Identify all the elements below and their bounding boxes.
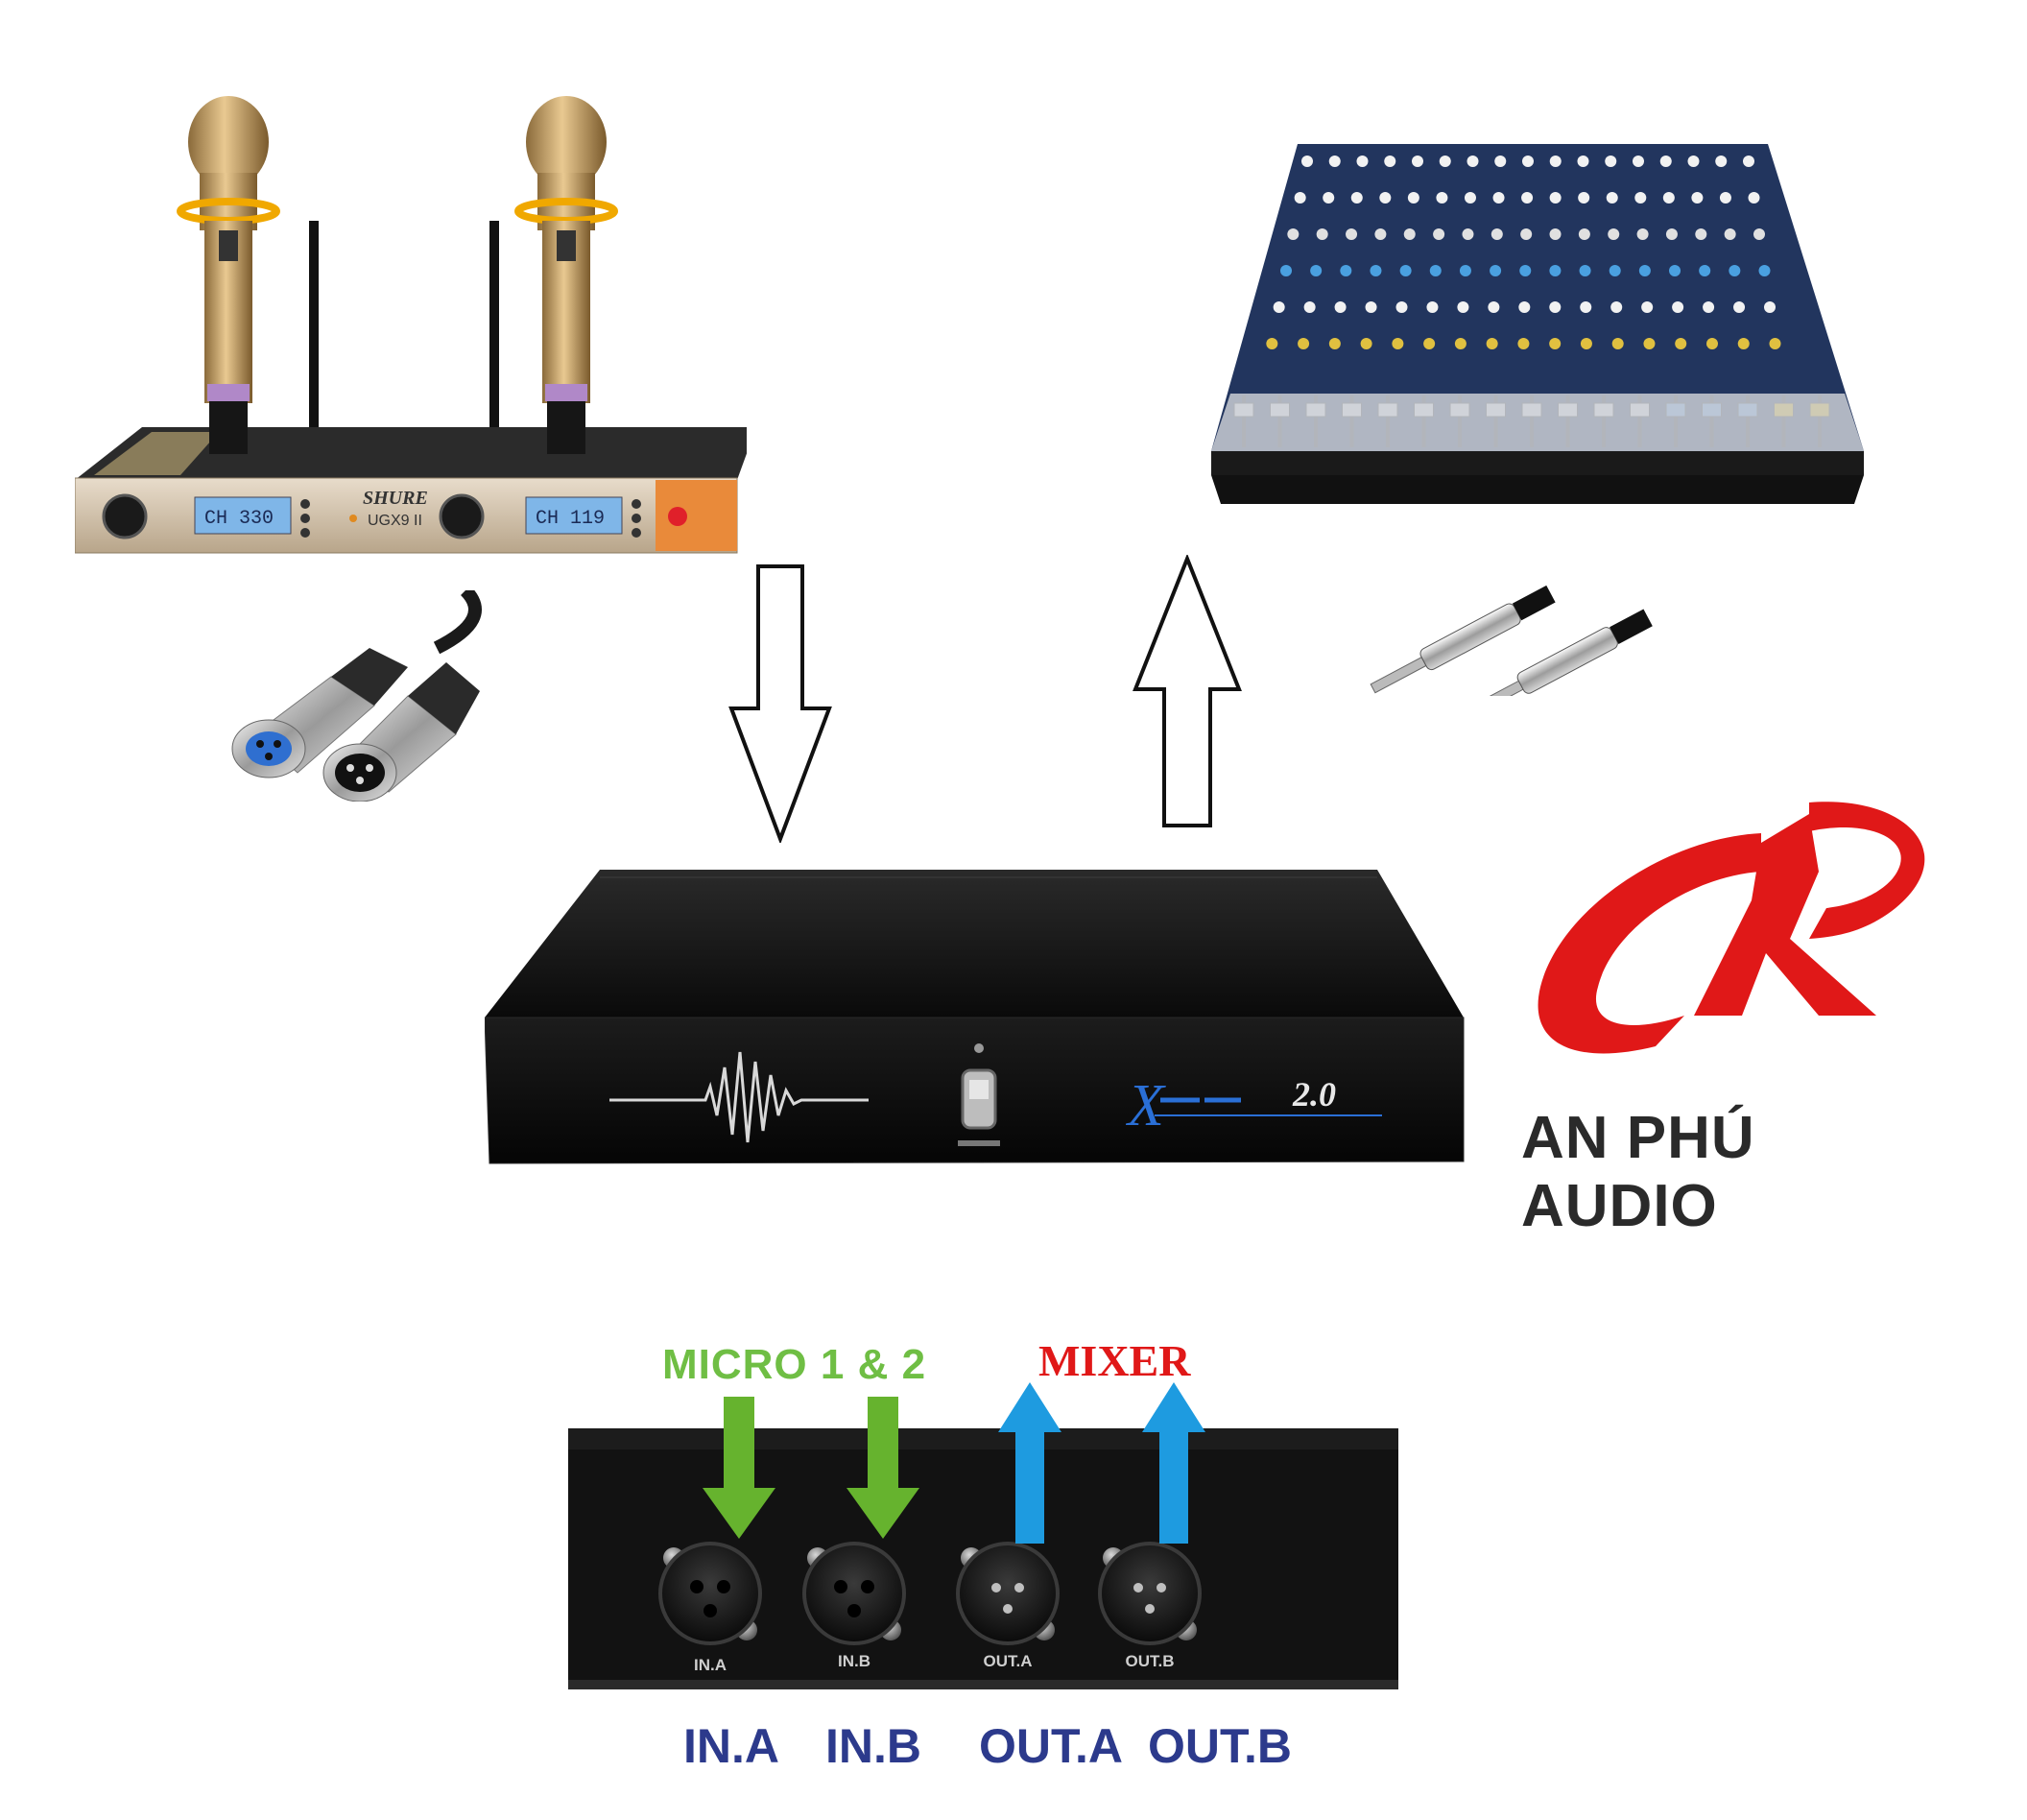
port-label-in-b: IN.B xyxy=(825,1719,921,1773)
output-arrow-icon xyxy=(1140,1382,1207,1545)
channel-b-display: CH 119 xyxy=(536,508,605,530)
xlr-connector-icon xyxy=(216,590,504,802)
channel-a-display: CH 330 xyxy=(204,508,274,530)
input-arrow-icon xyxy=(701,1397,777,1541)
back-panel: IN.A IN.B OUT.A OUT.B xyxy=(568,1428,1398,1689)
wireless-receiver: CH 330 CH 119 SHURE UGX9 II xyxy=(75,96,747,557)
svg-text:X: X xyxy=(1125,1073,1166,1138)
mixer-console-icon xyxy=(1211,144,1864,504)
processor-unit: X 2.0 xyxy=(485,864,1468,1166)
panel-caption-out-a: OUT.A xyxy=(984,1652,1033,1670)
wireless-receiver-image: CH 330 CH 119 SHURE UGX9 II xyxy=(75,96,747,554)
port-label-out-b: OUT.B xyxy=(1148,1719,1292,1773)
brand-name: AN PHÚ AUDIO xyxy=(1521,1105,1755,1239)
receiver-brand: SHURE xyxy=(363,488,428,509)
brand-logo-mark xyxy=(1538,802,1925,1054)
port-label-out-a: OUT.A xyxy=(979,1719,1123,1773)
down-arrow-icon xyxy=(727,564,833,843)
output-destination-label: MIXER xyxy=(1038,1336,1191,1385)
input-source-label: MICRO 1 & 2 xyxy=(662,1341,927,1388)
an-phu-audio-logo: AN PHÚ AUDIO xyxy=(1521,795,1963,1239)
port-label-in-a: IN.A xyxy=(683,1719,779,1773)
input-arrow-icon xyxy=(845,1397,921,1541)
panel-caption-out-b: OUT.B xyxy=(1126,1652,1175,1670)
panel-caption-in-a: IN.A xyxy=(694,1656,727,1674)
jack-plug-icon xyxy=(1363,562,1670,696)
panel-caption-in-b: IN.B xyxy=(838,1652,870,1670)
receiver-model: UGX9 II xyxy=(368,513,422,529)
processor-model-text: 2.0 xyxy=(1292,1075,1336,1114)
up-arrow-icon xyxy=(1130,555,1245,828)
output-arrow-icon xyxy=(996,1382,1063,1545)
